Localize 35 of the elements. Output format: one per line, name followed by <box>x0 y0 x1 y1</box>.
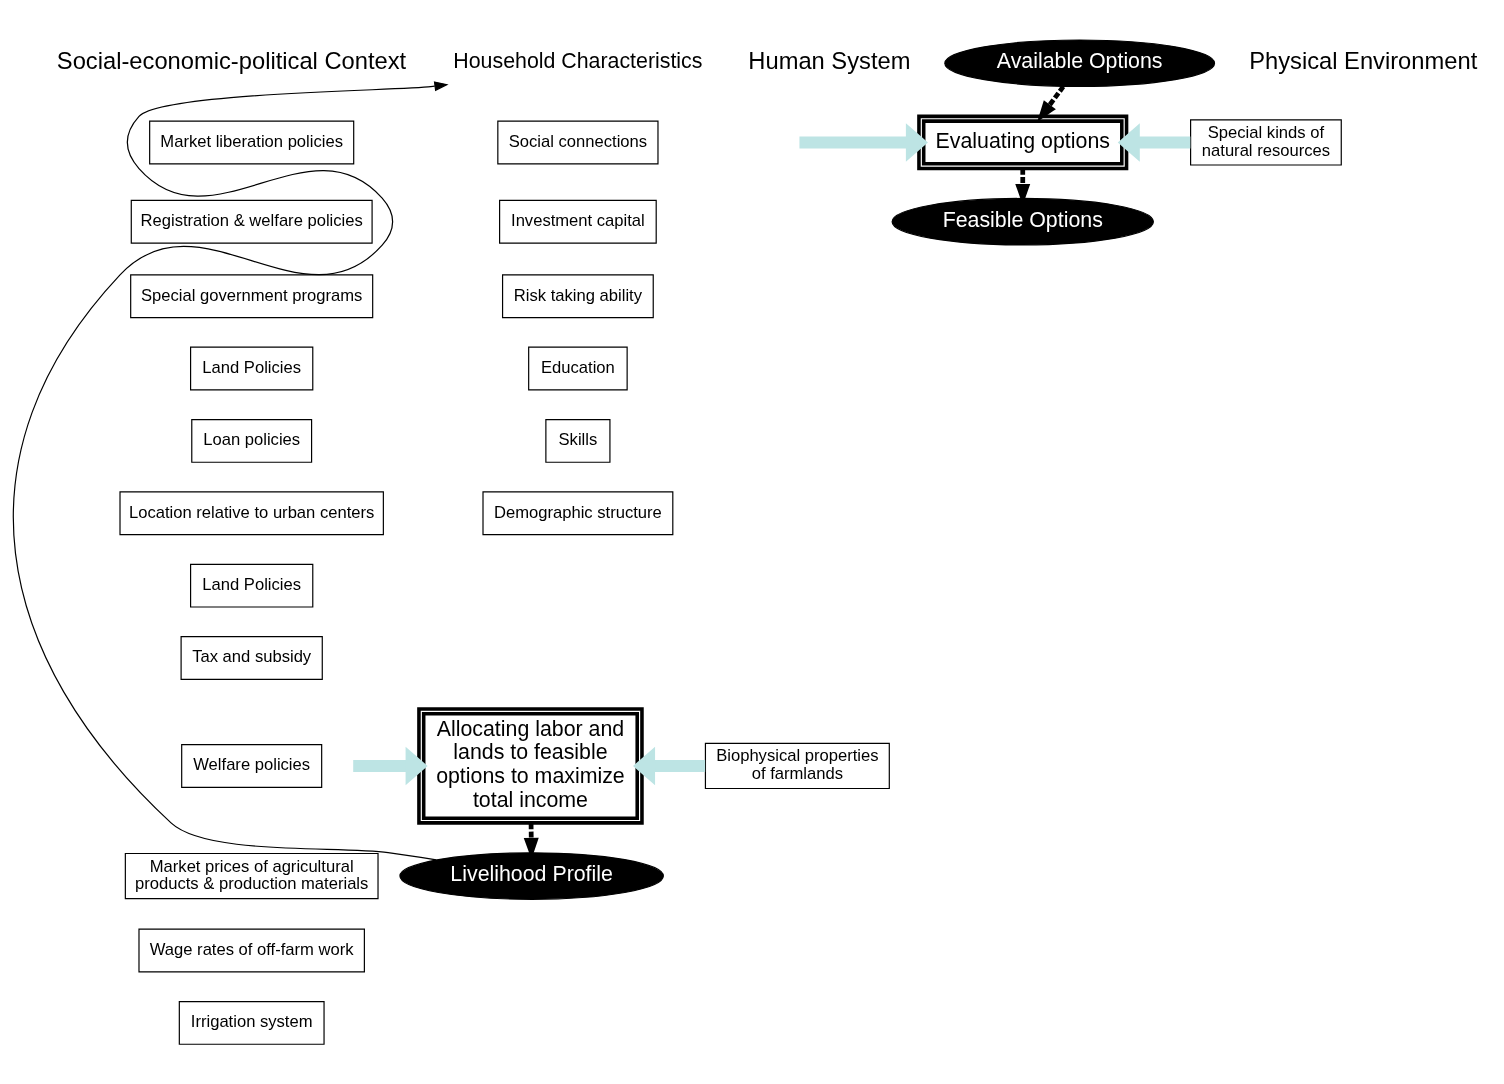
node-box: Market liberation policies <box>149 120 355 165</box>
node-box: Education <box>528 346 628 391</box>
node-box: Special kinds of natural resources <box>1190 119 1342 166</box>
node-box: Investment capital <box>499 199 657 244</box>
node-box: Loan policies <box>191 418 313 463</box>
node-box: Biophysical properties of farmlands <box>704 742 890 790</box>
node-box: Evaluating options <box>917 114 1129 171</box>
node-box: Welfare policies <box>181 744 323 788</box>
node-text: Household Characteristics <box>453 49 703 74</box>
node-box: Land Policies <box>190 563 314 608</box>
arrow <box>633 746 706 786</box>
node-box: Risk taking ability <box>502 274 654 319</box>
node-box: Location relative to urban centers <box>119 491 384 536</box>
label: Social-economic-political Context <box>56 48 407 75</box>
node-box: Allocating labor and lands to feasible options to maximize total income <box>417 707 644 825</box>
arrow <box>1037 85 1066 122</box>
node-box: Special government programs <box>130 274 374 319</box>
node-box: Land Policies <box>190 346 314 391</box>
node-box: Wage rates of off-farm work <box>138 928 365 973</box>
node-box: Irrigation system <box>178 1000 325 1045</box>
arrow <box>1117 123 1191 162</box>
label: Human System <box>748 48 911 75</box>
node-ellipse: Livelihood Profile <box>399 852 664 900</box>
node-box: Skills <box>545 418 611 463</box>
label: Physical Environment <box>1249 48 1478 75</box>
node-box: Demographic structure <box>482 491 674 536</box>
node-ellipse: Feasible Options <box>891 197 1154 246</box>
arrow <box>799 123 928 162</box>
node-box: Social connections <box>497 120 659 165</box>
node-ellipse: Available Options <box>944 39 1216 88</box>
node-box: Tax and subsidy <box>180 636 323 680</box>
node-box: Registration & welfare policies <box>130 199 373 244</box>
node-box: Market prices of agricultural products & production materials <box>124 852 379 900</box>
arrow <box>353 746 428 786</box>
arrow <box>12 81 449 861</box>
